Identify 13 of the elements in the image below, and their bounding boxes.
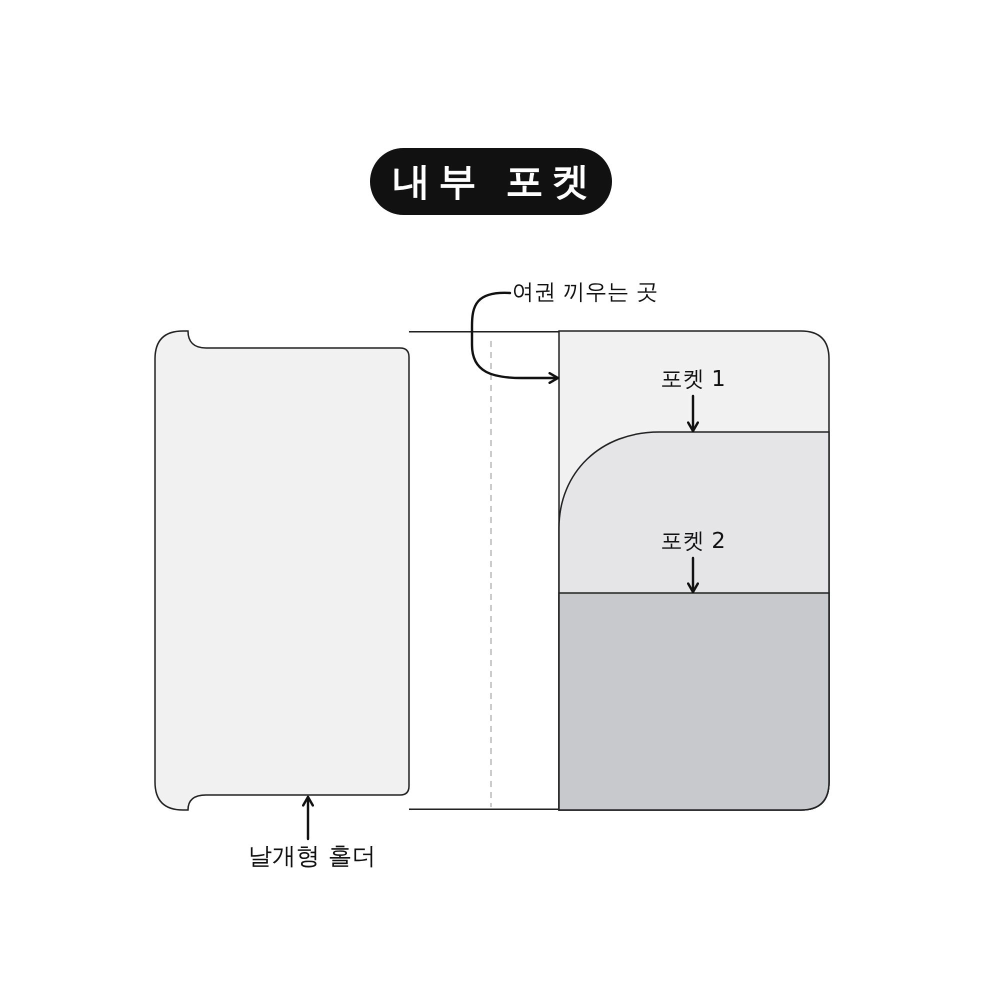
leader-arrow <box>687 556 699 594</box>
callout-label: 여권 끼우는 곳 <box>512 280 658 306</box>
callout-label: 포켓 1 <box>660 367 726 393</box>
leader-arrow <box>302 796 314 840</box>
pocket-panel <box>559 593 829 810</box>
page-title: 내부 포켓 <box>370 148 612 215</box>
callout-label: 포켓 2 <box>660 529 726 555</box>
leader-arrow <box>470 292 560 384</box>
callout-label: 날개형 홀더 <box>248 842 376 870</box>
pocket-panel <box>559 432 829 810</box>
wing-holder-panel <box>155 331 410 810</box>
leader-arrow <box>687 394 699 432</box>
passport-sleeve-panel <box>559 331 829 810</box>
